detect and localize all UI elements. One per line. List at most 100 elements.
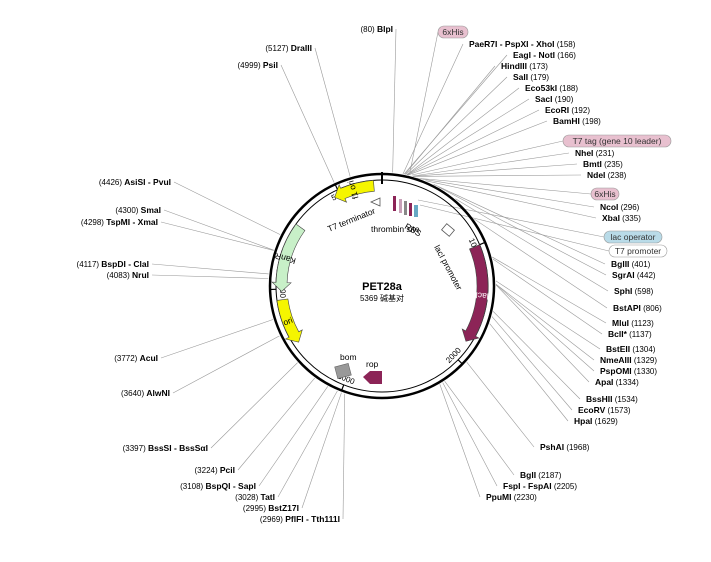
feature-ori [276, 298, 303, 343]
leader-line [474, 218, 608, 309]
leader-line [491, 316, 573, 411]
leader-line [280, 64, 335, 183]
bom-box [334, 363, 352, 379]
leader-line [425, 180, 597, 219]
leader-line [406, 87, 520, 175]
site-label-right: ApaI (1334) [595, 377, 639, 387]
site-label-right: EcoRV (1573) [578, 405, 631, 415]
site-label-left: (3108) BspQI - SapI [180, 481, 256, 491]
leader-line [403, 54, 508, 175]
leader-line [413, 174, 582, 177]
small-features-cluster [334, 196, 455, 384]
leader-line [419, 204, 610, 252]
leader-line [301, 392, 342, 509]
leader-line [412, 152, 570, 177]
site-label-right: BglI (2187) [520, 470, 562, 480]
site-label-right: NcoI (296) [600, 202, 640, 212]
leader-line [438, 186, 607, 276]
leader-line [411, 140, 564, 176]
tick-3000 [340, 384, 345, 392]
leader-line [495, 284, 590, 383]
site-label-left: (3028) TatI [235, 492, 275, 502]
bom-label: bom [340, 352, 357, 362]
site-label-right: NmeAIII (1329) [600, 355, 657, 365]
site-label-left: (3224) PciI [195, 465, 235, 475]
feature-kanr [271, 223, 306, 292]
leader-line [405, 76, 508, 175]
leader-line [492, 311, 581, 400]
his-tag-mark [409, 203, 412, 216]
site-label-left: (2995) BstZ17I [243, 503, 299, 513]
site-label-right: NdeI (238) [587, 170, 627, 180]
feature-pill-label: T7 promoter [615, 246, 661, 256]
site-label-right: Eco53kI (188) [525, 83, 578, 93]
feature-f1-ori [334, 180, 375, 203]
tag-mark [399, 199, 402, 213]
leader-line [495, 280, 601, 350]
site-label-right: EcoRI (192) [545, 105, 590, 115]
site-label-right: SphI (598) [614, 286, 654, 296]
site-label-left: (2969) PflFI - Tth111I [260, 514, 340, 524]
site-label-left: (3640) AlwNI [121, 388, 170, 398]
site-label-right: MluI (1123) [612, 318, 654, 328]
site-label-left: (80) BlpI [360, 24, 393, 34]
site-label-right: PshAI (1968) [540, 442, 590, 452]
leader-line [342, 393, 346, 520]
site-label-right: XbaI (335) [602, 213, 641, 223]
leader-line [392, 28, 397, 173]
site-label-left: (4083) NruI [107, 270, 149, 280]
feature-laci [461, 244, 489, 342]
t7-terminator-label: T7 terminator [326, 206, 377, 234]
leader-line [402, 43, 464, 175]
leader-line [412, 163, 578, 177]
site-label-right: BssHII (1534) [586, 394, 638, 404]
site-label-right: BamHI (198) [553, 116, 601, 126]
site-label-left: (4300) SmaI [115, 205, 161, 215]
leader-line [414, 177, 592, 195]
rbs-label: RBS [403, 221, 423, 239]
leader-line [404, 65, 496, 175]
plasmid-length: 5369 碱基对 [360, 293, 404, 303]
feature-label: ori [282, 315, 294, 328]
site-label-left: (4426) AsiSI - PvuI [99, 177, 171, 187]
leader-line [172, 335, 280, 394]
leader-line [455, 198, 609, 292]
restriction-site-labels: PaeR7I - PspXI - XhoI (158)EagI - NotI (… [77, 24, 663, 524]
feature-pill-label: 6xHis [594, 189, 615, 199]
leader-line [408, 120, 548, 176]
laci-promoter-label: lacI promoter [432, 243, 464, 292]
leader-line [407, 109, 540, 176]
lac-operator-mark [414, 205, 418, 217]
tick-5000 [334, 183, 339, 190]
leader-line [277, 390, 338, 498]
site-label-left: (3772) AcuI [114, 353, 158, 363]
site-label-right: FspI - FspAI (2205) [503, 481, 577, 491]
leader-line [160, 319, 274, 359]
tick-2000 [457, 359, 464, 366]
leader-line [492, 258, 603, 335]
leader-line [151, 274, 269, 279]
feature-pill [608, 244, 668, 258]
leader-line [495, 283, 595, 361]
leader-line [495, 284, 595, 372]
site-label-left: (4298) TspMI - XmaI [81, 217, 158, 227]
leader-lines [151, 28, 610, 520]
leader-line [492, 256, 607, 324]
site-label-right: SalI (179) [513, 72, 549, 82]
site-label-left: (5127) DraIII [265, 43, 312, 53]
leader-line [163, 209, 274, 251]
leader-line [237, 377, 315, 471]
leader-line [173, 181, 281, 235]
leader-line [417, 199, 605, 238]
tick-1000 [479, 241, 487, 246]
leader-line [489, 323, 569, 422]
leader-line [409, 31, 439, 173]
leader-line [258, 386, 329, 487]
leader-line [406, 98, 530, 176]
leader-line [439, 384, 481, 498]
site-label-right: PaeR7I - PspXI - XhoI (158) [469, 39, 576, 49]
leader-line [151, 263, 269, 275]
